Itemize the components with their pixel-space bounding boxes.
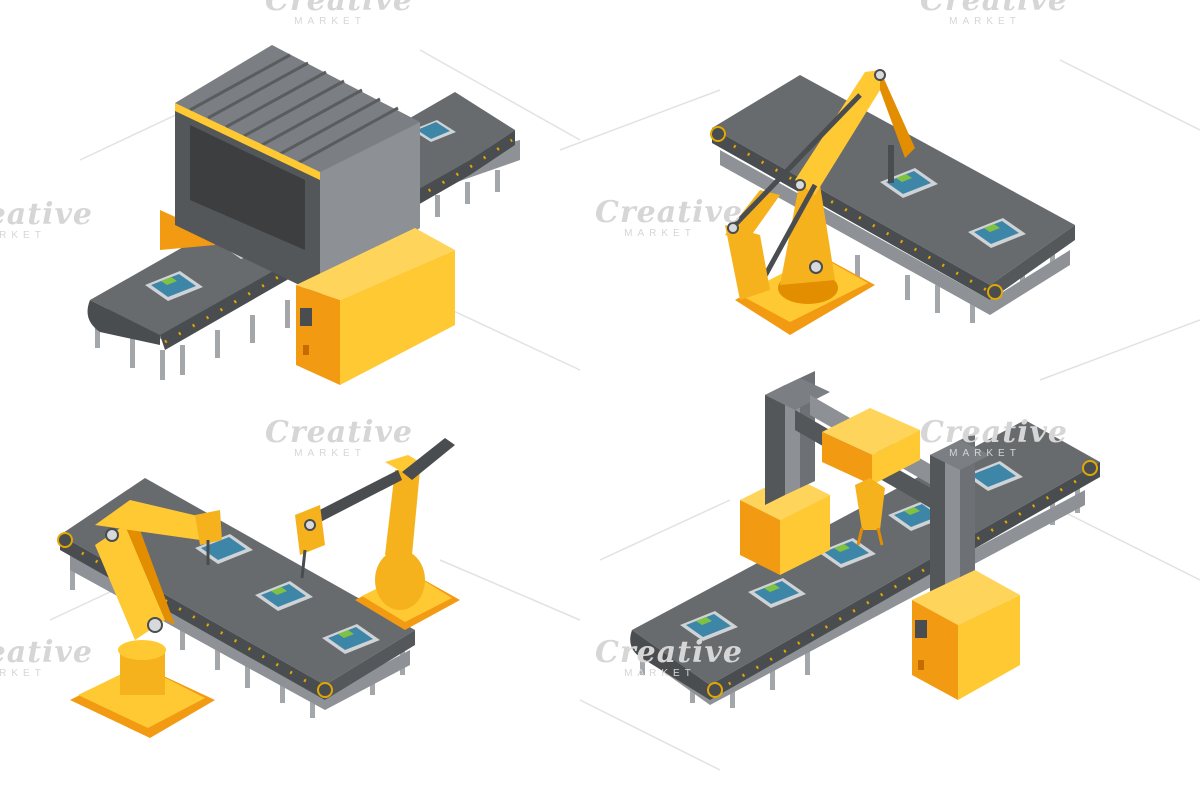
scene-conveyor-with-robot-arm (710, 69, 1075, 335)
belt-roller (630, 630, 710, 700)
chip (145, 271, 203, 301)
arm2-tool (300, 549, 307, 579)
belt-side-right (325, 630, 415, 700)
robot-lower-arm (780, 180, 835, 285)
gantry-front-pillar (930, 448, 945, 598)
gantry-back-base-side (780, 495, 830, 575)
gantry-carriage-side (872, 430, 920, 485)
robot-upper-arm-side (880, 70, 915, 158)
arm1-lower (95, 525, 165, 640)
gantry-front-pillar (960, 433, 975, 582)
tunnel-base-side (340, 250, 455, 385)
arm1-base-top (78, 665, 205, 728)
robot-hand (725, 225, 770, 300)
arm1-head (195, 510, 222, 545)
gantry-carriage-top (822, 408, 920, 455)
tunnel-top (175, 45, 420, 172)
chip (680, 611, 738, 641)
control-box (300, 308, 312, 326)
gantry-gripper-finger (876, 527, 884, 546)
belt-roller (87, 300, 160, 345)
gantry-back-pillar-top (765, 378, 830, 410)
belt-side-right (990, 225, 1075, 300)
chip (255, 581, 313, 611)
roller (987, 284, 1003, 300)
tunnel-trim (175, 103, 320, 180)
belt-side (710, 462, 1100, 700)
gantry-carriage-front (822, 432, 872, 485)
arm2-boom (402, 438, 455, 480)
robot-linkage (728, 93, 862, 232)
gantry-front-pillar-top (930, 440, 990, 470)
chip (818, 538, 876, 568)
roller (57, 532, 73, 548)
gantry-gripper (855, 478, 885, 530)
chip (880, 168, 938, 198)
conveyor-legs (95, 170, 500, 380)
indicator (303, 345, 309, 355)
gantry-front-base-side (958, 595, 1020, 700)
tunnel-base-top (296, 228, 455, 300)
chip (748, 578, 806, 608)
control-box (915, 620, 927, 638)
roller (707, 682, 723, 698)
arm2-body (375, 550, 425, 610)
scene-conveyor-with-gantry (630, 371, 1100, 708)
tunnel-opening (190, 125, 305, 250)
scene-conveyor-with-two-arms (57, 438, 460, 738)
conveyor-legs (855, 245, 1055, 323)
gantry-front-pillar (945, 440, 960, 590)
belt-side (712, 128, 990, 300)
gantry-gripper-finger (856, 527, 864, 546)
robot-linkage (757, 183, 818, 287)
gantry-back-pillar (765, 385, 785, 505)
arm2-arm (300, 470, 402, 530)
chain (164, 138, 513, 344)
indicator (918, 660, 924, 670)
roller (317, 682, 333, 698)
chip (322, 624, 380, 654)
chip (968, 218, 1026, 248)
tunnel-side (320, 122, 420, 295)
arm1-upper (95, 500, 215, 540)
roller (1082, 460, 1098, 476)
roller (710, 126, 726, 142)
scene-conveyor-with-tunnel (87, 45, 520, 385)
gantry-back-base-front (740, 500, 780, 575)
gantry-back-base (740, 475, 830, 520)
robot-tool (888, 145, 894, 183)
gantry-front-base-top (912, 570, 1020, 625)
arm2-column (385, 470, 420, 555)
chip (412, 120, 456, 142)
arm1-lower-side (125, 525, 175, 625)
tunnel-base-front (296, 285, 340, 385)
chip (965, 461, 1023, 491)
tunnel-ribs (189, 53, 399, 165)
robot-upper-arm (795, 70, 880, 195)
